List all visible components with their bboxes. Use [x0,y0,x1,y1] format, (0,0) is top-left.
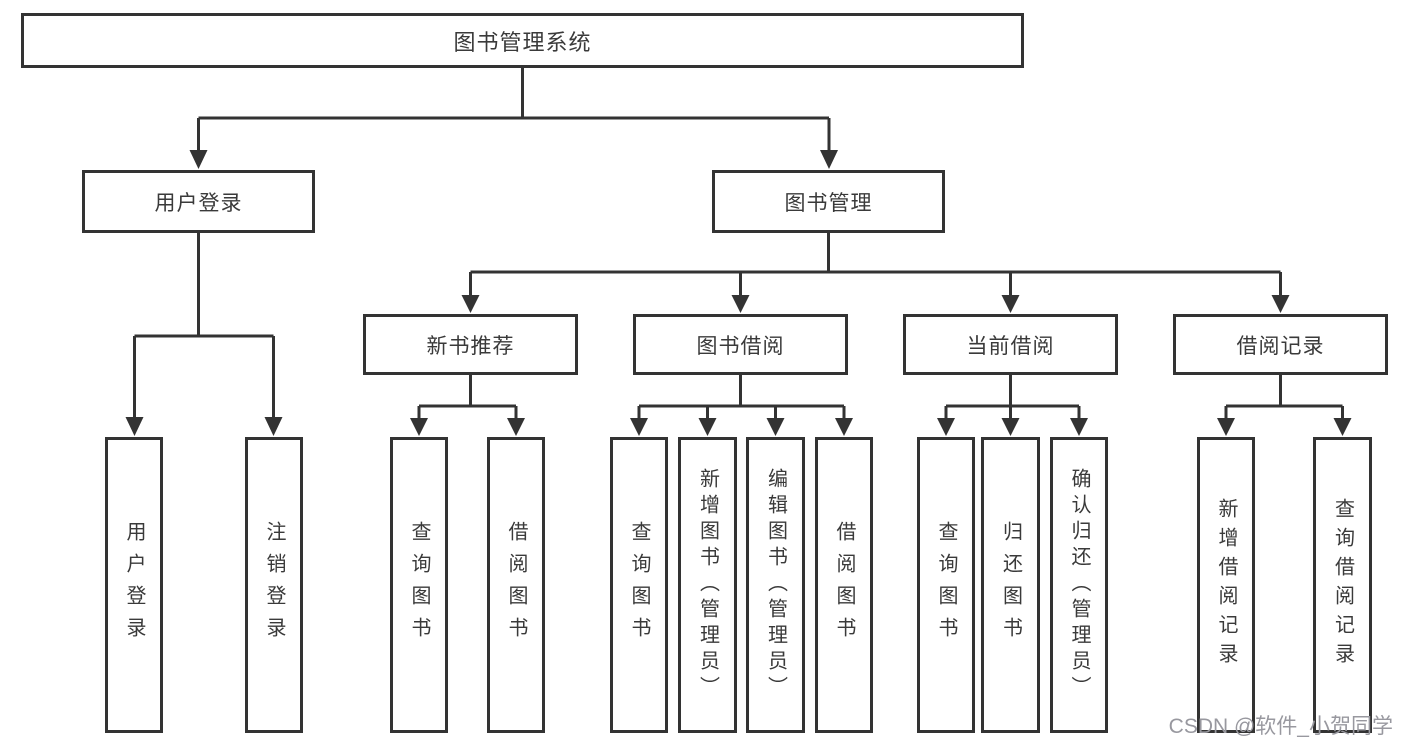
leaf-query-borrow-record-label: 查询借阅记录 [1331,498,1354,672]
node-new-book-recommendation: 新书推荐 [363,314,578,375]
leaf-query-books-current-label: 查询图书 [935,521,957,649]
node-book-borrowing-label: 图书借阅 [696,334,785,358]
leaf-borrow-books-recommend: 借阅图书 [487,437,545,733]
leaf-logout-label: 注销登录 [263,521,285,649]
node-book-management: 图书管理 [712,170,945,233]
leaf-edit-book-admin: 编辑图书（管理员） [746,437,805,733]
node-library-system-label: 图书管理系统 [453,29,592,55]
leaf-return-books: 归还图书 [981,437,1040,733]
leaf-user-login: 用户登录 [105,437,163,733]
node-borrowing-records: 借阅记录 [1173,314,1388,375]
node-book-borrowing: 图书借阅 [633,314,848,375]
node-user-login-label: 用户登录 [154,191,243,215]
leaf-user-login-label: 用户登录 [123,521,145,649]
node-borrowing-records-label: 借阅记录 [1236,334,1325,358]
leaf-query-books-recommend: 查询图书 [390,437,448,733]
node-current-borrowing-label: 当前借阅 [966,334,1055,358]
leaf-return-books-label: 归还图书 [999,521,1022,649]
leaf-borrow-books-label: 借阅图书 [833,521,855,649]
leaf-confirm-return-admin: 确认归还（管理员） [1050,437,1108,733]
leaf-add-book-admin-label: 新增图书（管理员） [696,468,719,702]
leaf-query-books-borrowing-label: 查询图书 [628,521,650,649]
leaf-add-borrow-record: 新增借阅记录 [1197,437,1255,733]
leaf-query-borrow-record: 查询借阅记录 [1313,437,1372,733]
csdn-watermark: CSDN @软件_小贺同学 [1168,715,1393,738]
node-current-borrowing: 当前借阅 [903,314,1118,375]
leaf-query-books-recommend-label: 查询图书 [408,521,430,649]
node-book-management-label: 图书管理 [784,191,873,215]
leaf-add-book-admin: 新增图书（管理员） [678,437,737,733]
leaf-borrow-books-recommend-label: 借阅图书 [505,521,527,649]
node-library-system: 图书管理系统 [21,13,1024,68]
leaf-edit-book-admin-label: 编辑图书（管理员） [764,468,787,702]
leaf-confirm-return-admin-label: 确认归还（管理员） [1068,468,1090,702]
leaf-query-books-borrowing: 查询图书 [610,437,668,733]
node-new-book-recommendation-label: 新书推荐 [426,334,515,358]
leaf-add-borrow-record-label: 新增借阅记录 [1215,498,1237,672]
leaf-logout: 注销登录 [245,437,303,733]
node-user-login: 用户登录 [82,170,315,233]
leaf-query-books-current: 查询图书 [917,437,975,733]
leaf-borrow-books: 借阅图书 [815,437,873,733]
